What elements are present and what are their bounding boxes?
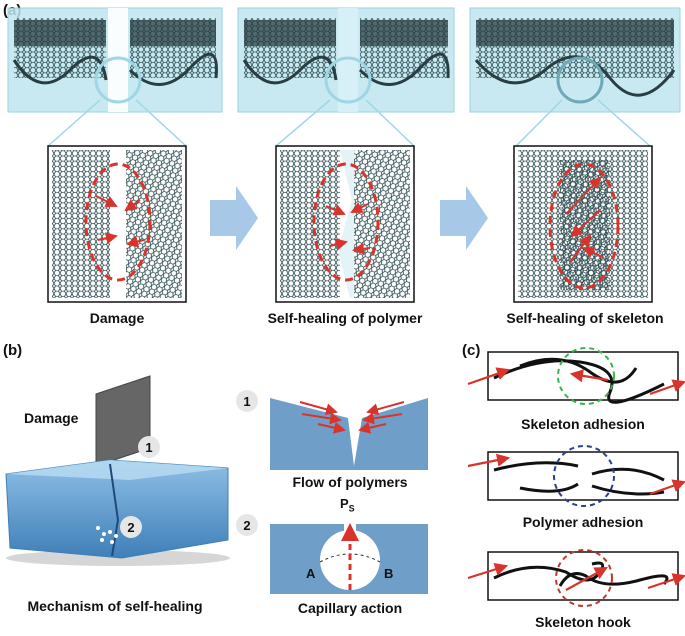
- panel-b-label: (b): [3, 342, 23, 359]
- marker-1: 1: [138, 436, 160, 458]
- flow-diagram: [270, 398, 428, 470]
- caption-capillary: Capillary action: [297, 600, 403, 616]
- marker-flow-1: 1: [236, 390, 258, 412]
- transition-arrow-1: [210, 186, 258, 250]
- gel-block-polymer: [237, 7, 455, 113]
- gel-block-skeleton: [469, 7, 681, 113]
- caption-self-healing-skeleton: Self-healing of skeleton: [506, 310, 664, 326]
- caption-skeleton-hook: Skeleton hook: [535, 614, 631, 630]
- zoom-box-damage: [47, 145, 187, 303]
- gel-block-damage: [7, 7, 223, 113]
- skeleton-adhesion-diagram: [467, 347, 685, 405]
- caption-damage: Damage: [89, 310, 145, 326]
- skeleton-hook-diagram: [467, 549, 685, 607]
- transition-arrow-2: [440, 186, 488, 250]
- panel-c-label: (c): [462, 342, 481, 359]
- marker-capillary-2: 2: [236, 514, 258, 536]
- zoom-box-skeleton: [513, 145, 653, 303]
- ps-label: PS: [340, 496, 355, 514]
- caption-self-healing-polymer: Self-healing of polymer: [267, 310, 423, 326]
- marker-2: 2: [120, 516, 142, 538]
- caption-skeleton-adhesion: Skeleton adhesion: [521, 416, 645, 432]
- caption-polymer-adhesion: Polymer adhesion: [522, 514, 644, 530]
- polymer-adhesion-diagram: [467, 445, 685, 507]
- caption-flow: Flow of polymers: [292, 474, 408, 490]
- point-a-label: A: [306, 566, 316, 581]
- cracked-gel-block: [5, 459, 230, 566]
- point-b-label: B: [384, 566, 394, 581]
- damage-label: Damage: [24, 410, 79, 426]
- capillary-diagram: [270, 516, 428, 594]
- zoom-lines: [47, 99, 651, 147]
- zoom-box-polymer: [275, 145, 415, 303]
- caption-mechanism: Mechanism of self-healing: [27, 598, 203, 614]
